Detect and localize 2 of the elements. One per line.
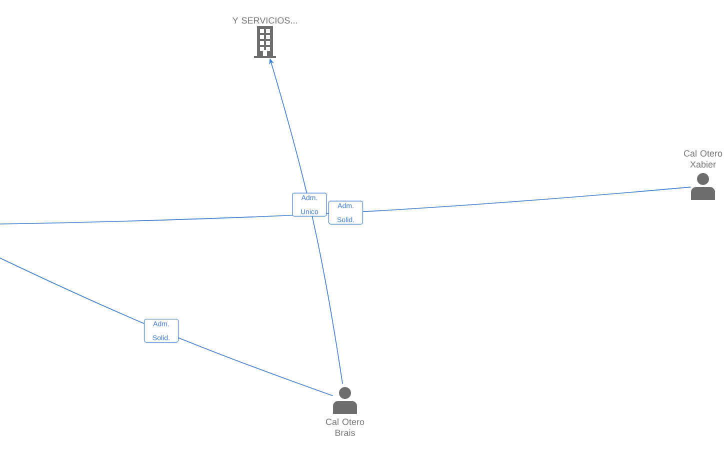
connector [0,186,692,224]
connector [0,258,334,396]
